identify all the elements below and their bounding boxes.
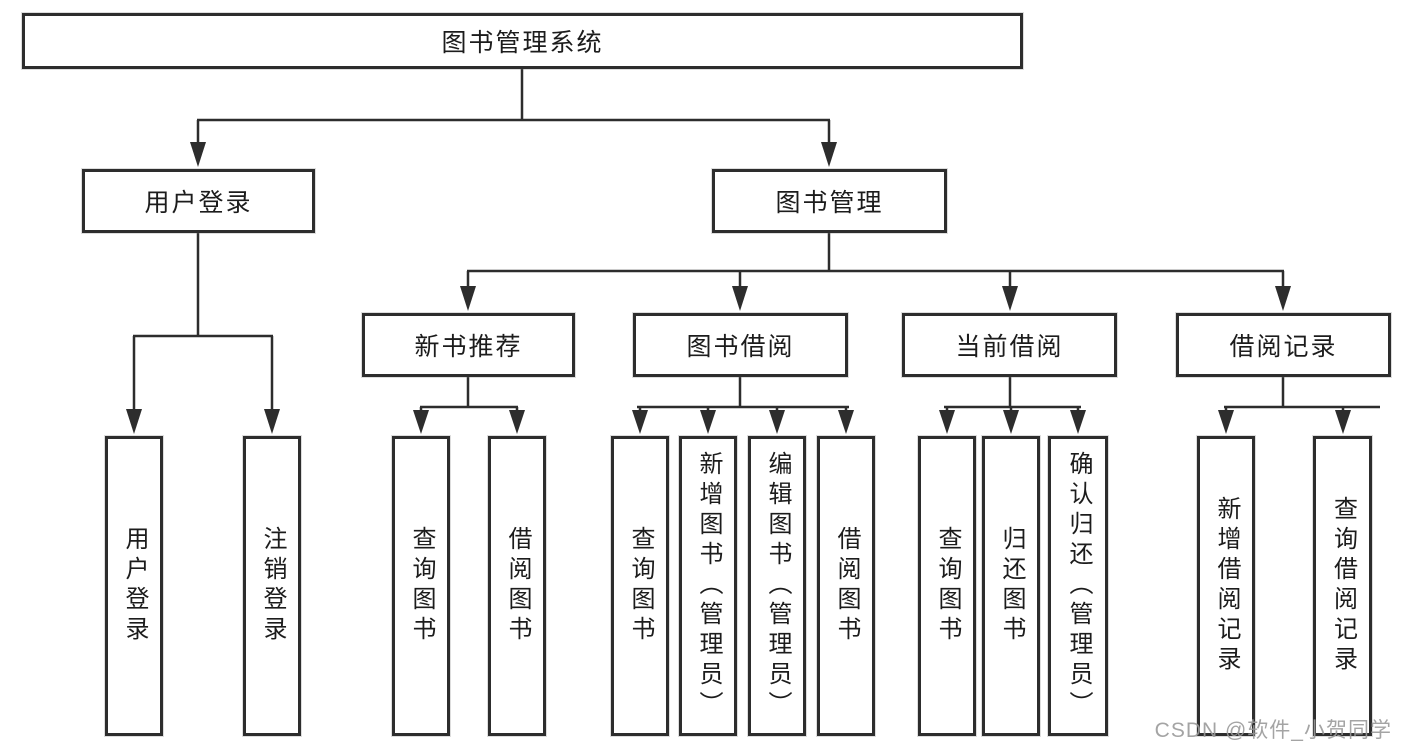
node-confirm-return-admin: 确认归还（管理员） xyxy=(1048,436,1108,736)
connector-borrowing-records-to-leaves xyxy=(1218,377,1380,434)
node-query-books-3: 查询图书 xyxy=(918,436,976,736)
node-logout: 注销登录 xyxy=(243,436,301,736)
node-edit-books-admin-label: 编辑图书（管理员） xyxy=(764,451,791,721)
connector-new-book-recommendation-to-leaves xyxy=(413,377,525,434)
node-borrowing-records: 借阅记录 xyxy=(1176,313,1391,377)
node-query-books-1: 查询图书 xyxy=(392,436,450,736)
node-book-management: 图书管理 xyxy=(712,169,947,233)
node-add-books-admin-label: 新增图书（管理员） xyxy=(695,451,722,721)
node-logout-label: 注销登录 xyxy=(259,526,286,646)
connector-book-borrowing-to-leaves xyxy=(632,377,854,434)
node-return-books-label: 归还图书 xyxy=(998,526,1025,646)
node-borrow-books-1: 借阅图书 xyxy=(488,436,546,736)
node-query-borrow-record: 查询借阅记录 xyxy=(1313,436,1372,736)
node-user-login-leaf-label: 用户登录 xyxy=(121,526,148,646)
node-library-management-system: 图书管理系统 xyxy=(22,13,1023,69)
node-book-borrowing: 图书借阅 xyxy=(633,313,848,377)
connector-root-to-level2 xyxy=(190,69,837,167)
node-new-book-recommendation: 新书推荐 xyxy=(362,313,575,377)
connector-book-management-to-level3 xyxy=(460,233,1291,311)
node-user-login-leaf: 用户登录 xyxy=(105,436,163,736)
node-current-borrowing: 当前借阅 xyxy=(902,313,1117,377)
connector-current-borrowing-to-leaves xyxy=(939,377,1086,434)
node-query-books-1-label: 查询图书 xyxy=(408,526,435,646)
node-borrow-books-2-label: 借阅图书 xyxy=(833,526,860,646)
node-add-borrow-record-label: 新增借阅记录 xyxy=(1213,496,1240,676)
node-confirm-return-admin-label: 确认归还（管理员） xyxy=(1065,451,1092,721)
node-user-login: 用户登录 xyxy=(82,169,315,233)
node-query-books-2: 查询图书 xyxy=(611,436,669,736)
node-query-books-2-label: 查询图书 xyxy=(627,526,654,646)
node-borrow-books-1-label: 借阅图书 xyxy=(504,526,531,646)
node-edit-books-admin: 编辑图书（管理员） xyxy=(748,436,806,736)
node-borrow-books-2: 借阅图书 xyxy=(817,436,875,736)
connector-user-login-to-leaves xyxy=(126,233,280,434)
node-add-borrow-record: 新增借阅记录 xyxy=(1197,436,1255,736)
node-add-books-admin: 新增图书（管理员） xyxy=(679,436,737,736)
watermark-text: CSDN @软件_小贺同学 xyxy=(1154,719,1392,742)
node-query-books-3-label: 查询图书 xyxy=(934,526,961,646)
node-query-borrow-record-label: 查询借阅记录 xyxy=(1329,496,1357,676)
node-return-books: 归还图书 xyxy=(982,436,1040,736)
